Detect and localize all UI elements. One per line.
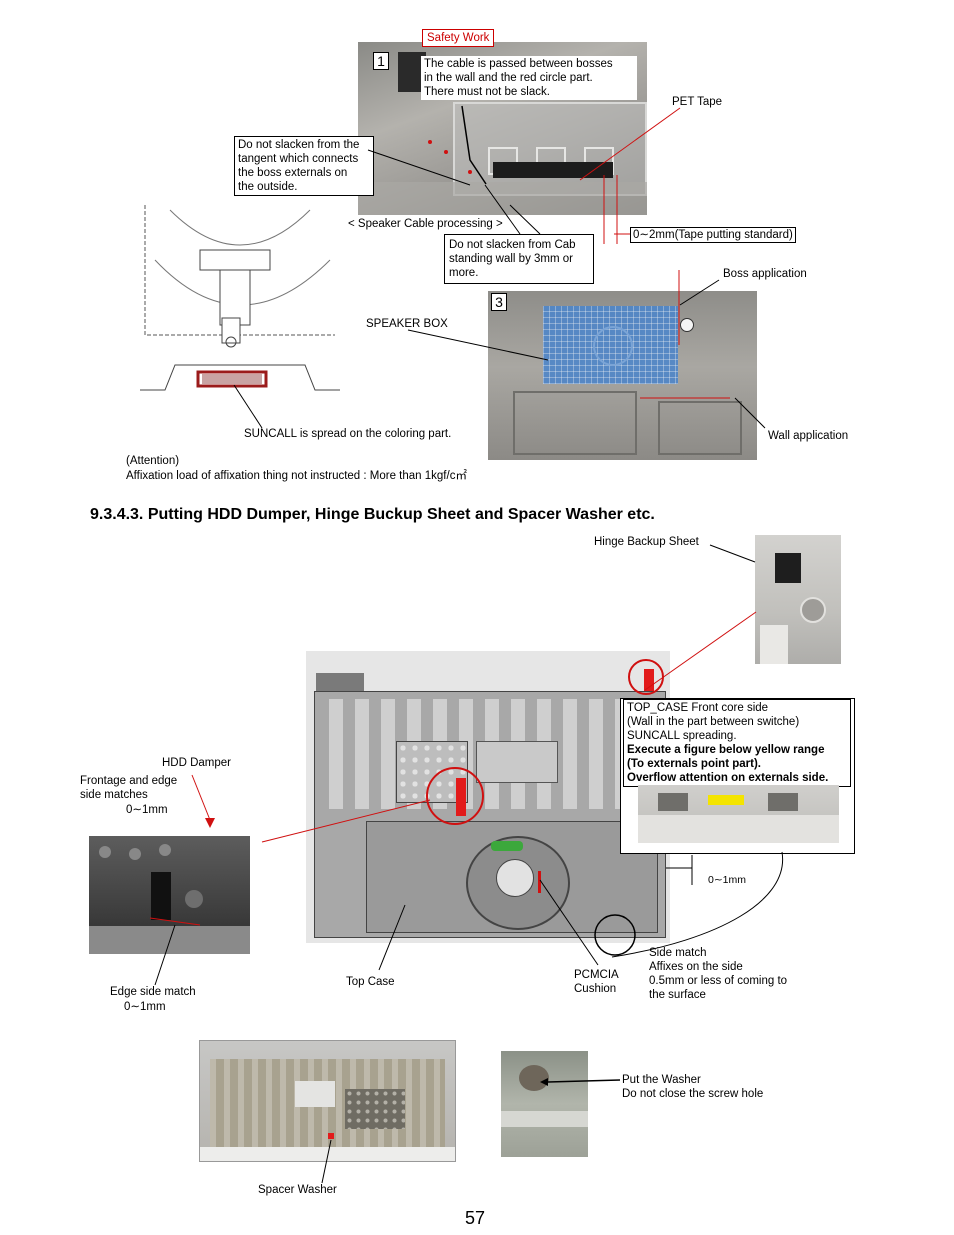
hdd-damper-label: HDD Damper [162, 757, 232, 769]
frontage-edge-label: Frontage and edge side matches [80, 775, 178, 801]
photo-number-1: 1 [373, 52, 389, 70]
tape-standard-note: 0∼2mm(Tape putting standard) [630, 227, 796, 243]
topcase-note-text: TOP_CASE Front core side (Wall in the pa… [623, 699, 851, 787]
speaker-box-photo [488, 291, 757, 460]
topcase-note-line2: (Wall in the part between switche) [627, 716, 800, 728]
section-heading: 9.3.4.3. Putting HDD Dumper, Hinge Bucku… [90, 506, 655, 523]
topcase-note-bold: Execute a figure below yellow range (To … [627, 744, 829, 784]
edge-side-match-label: Edge side match [110, 986, 196, 998]
speaker-line-drawing [140, 200, 340, 400]
topcase-front-photo [638, 785, 839, 843]
pet-tape-label: PET Tape [672, 96, 723, 108]
boss-application-label: Boss application [723, 268, 807, 280]
page-number: 57 [465, 1208, 486, 1228]
side-match-label: Side match Affixes on the side 0.5mm or … [649, 947, 788, 1001]
top-case-drawing [306, 651, 670, 943]
topcase-note-line3: SUNCALL spreading. [627, 730, 737, 742]
topcase-note-line1: TOP_CASE Front core side [627, 702, 769, 714]
attention-title: (Attention) [126, 455, 180, 467]
side-tolerance: 0∼1mm [708, 874, 746, 886]
hinge-backup-sheet-label: Hinge Backup Sheet [594, 536, 699, 548]
safety-work-tag: Safety Work [422, 29, 495, 47]
cable-note: The cable is passed between bosses in th… [421, 56, 637, 100]
pcmcia-cushion-label: PCMCIA Cushion [574, 969, 619, 995]
edge-tolerance: 0∼1mm [124, 1001, 166, 1013]
top-case-label: Top Case [346, 976, 395, 988]
safety-work-label: Safety Work [427, 32, 490, 44]
speaker-box-label: SPEAKER BOX [366, 318, 448, 330]
photo-number-3: 3 [491, 293, 507, 311]
spacer-washer-photo [199, 1040, 456, 1162]
hdd-damper-photo [89, 836, 250, 954]
spacer-washer-label: Spacer Washer [258, 1184, 337, 1196]
wall-application-label: Wall application [768, 430, 849, 442]
put-washer-label: Put the Washer Do not close the screw ho… [622, 1074, 764, 1100]
slacken-tangent-note: Do not slacken from the tangent which co… [234, 136, 374, 196]
hinge-backup-photo [755, 535, 841, 664]
frontage-tolerance: 0∼1mm [126, 804, 168, 816]
speaker-cable-caption: < Speaker Cable processing > [348, 218, 503, 230]
washer-closeup-photo [501, 1051, 588, 1157]
suncall-note: SUNCALL is spread on the coloring part. [244, 428, 452, 440]
attention-text: Affixation load of affixation thing not … [126, 470, 467, 482]
slacken-cab-note: Do not slacken from Cab standing wall by… [444, 234, 594, 284]
